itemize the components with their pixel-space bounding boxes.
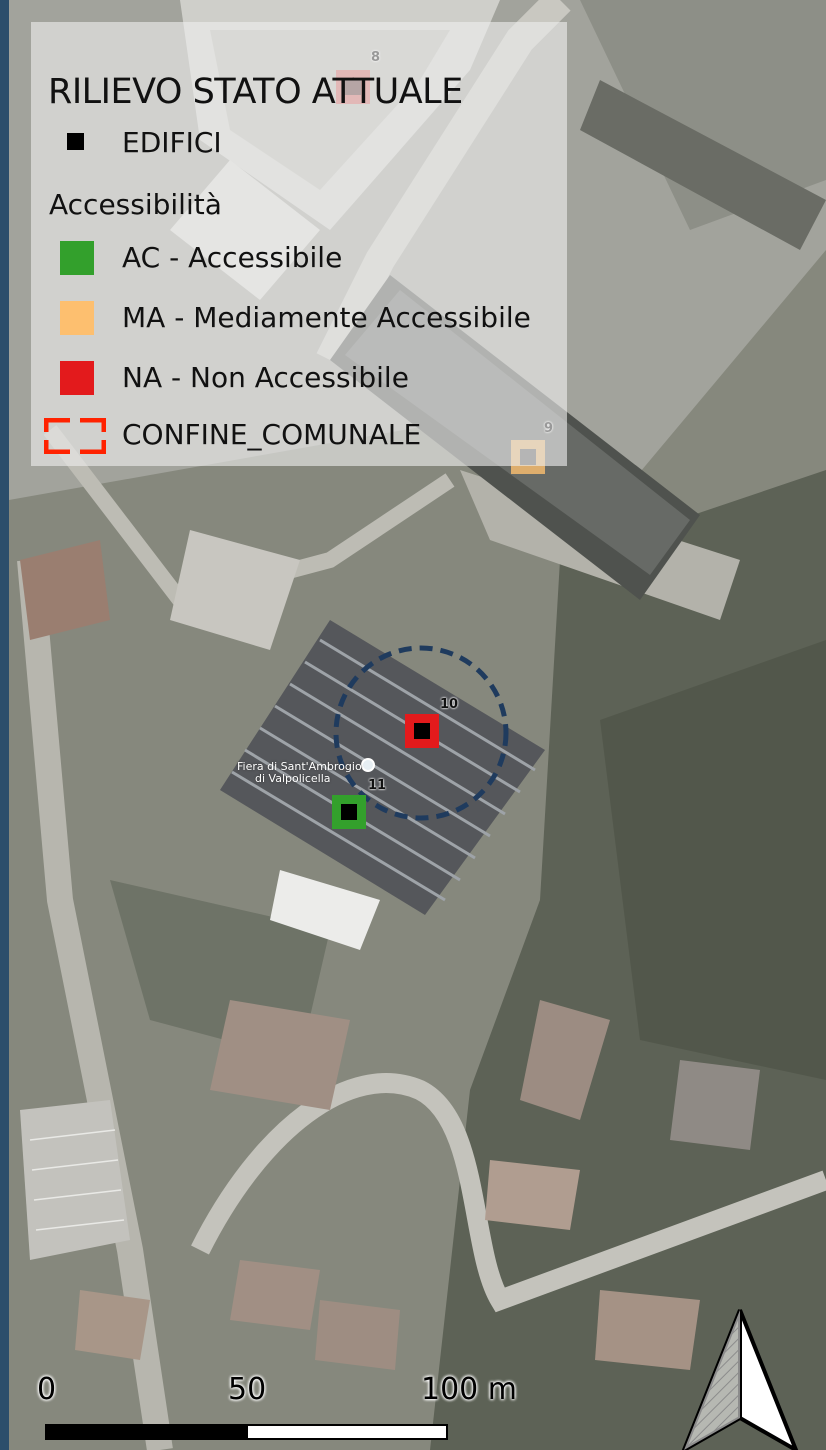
legend-label-ac: AC - Accessibile	[122, 241, 343, 274]
scale-segment-light	[246, 1424, 448, 1440]
place-label-line2: di Valpolicella	[255, 772, 331, 785]
scale-label-100: 100 m	[421, 1372, 518, 1407]
poi-label-11: 11	[368, 778, 387, 793]
legend-swatch-na	[60, 361, 94, 395]
map-pin-icon[interactable]	[361, 758, 375, 772]
legend-label-boundary: CONFINE_COMUNALE	[122, 418, 422, 451]
legend-heading-accessibility: Accessibilità	[49, 188, 222, 221]
poi-marker-10[interactable]	[405, 714, 439, 748]
scale-label-0: 0	[37, 1372, 57, 1407]
map-left-border	[0, 0, 9, 1450]
north-arrow-icon	[681, 1309, 799, 1450]
scale-label-50: 50	[228, 1372, 267, 1407]
highlight-circle	[333, 645, 509, 821]
place-label-line1: Fiera di Sant'Ambrogio	[237, 760, 362, 773]
scale-segment-dark	[45, 1424, 248, 1440]
legend-swatch-ma	[60, 301, 94, 335]
legend-swatch-buildings	[67, 133, 84, 150]
legend-label-na: NA - Non Accessibile	[122, 361, 409, 394]
legend-swatch-boundary	[44, 418, 106, 454]
poi-label-10: 10	[440, 697, 459, 712]
legend-label-buildings: EDIFICI	[122, 126, 222, 159]
legend-swatch-ac	[60, 241, 94, 275]
legend-title: RILIEVO STATO ATTUALE	[48, 72, 463, 112]
legend-label-ma: MA - Mediamente Accessibile	[122, 301, 531, 334]
map-legend: RILIEVO STATO ATTUALE EDIFICI Accessibil…	[31, 22, 567, 466]
poi-marker-11[interactable]	[332, 795, 366, 829]
place-label: Fiera di Sant'Ambrogio di Valpolicella	[237, 761, 362, 785]
